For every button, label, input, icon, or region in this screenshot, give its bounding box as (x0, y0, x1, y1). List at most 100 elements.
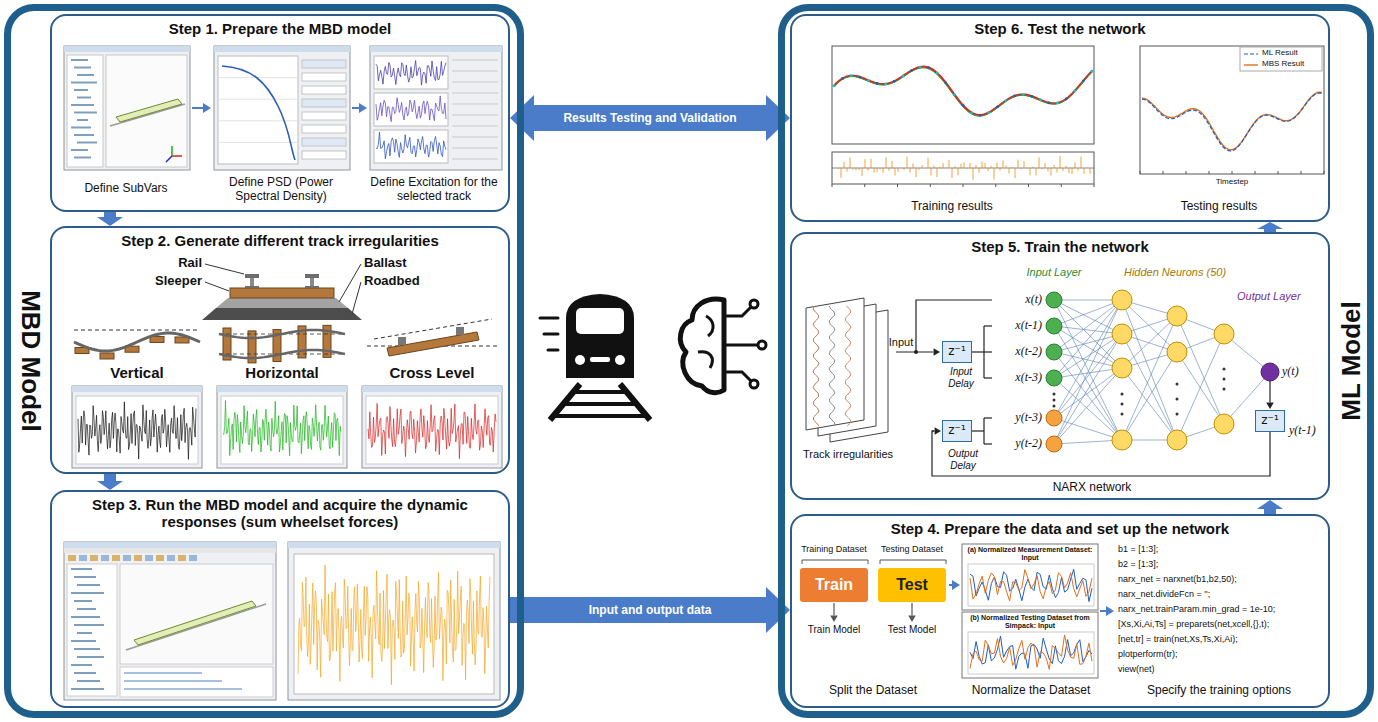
table-row (452, 82, 498, 83)
tick (1186, 171, 1187, 174)
excitation-signal (376, 96, 446, 122)
data-marker (1013, 95, 1016, 98)
ellipsis-dot (1176, 383, 1179, 386)
hidden-neuron (1214, 414, 1234, 434)
panel-title: MBD Model (15, 290, 45, 432)
ellipsis-dot (1053, 393, 1056, 396)
data-marker (850, 74, 853, 77)
leader-line (339, 264, 361, 302)
text-slot: b1 = [1:3]; (1118, 544, 1328, 554)
model-panel: MBD Model Step 1. Prepare the MBD modelDe… (4, 4, 524, 718)
data-marker (979, 114, 982, 117)
text-label: view(net) (1118, 664, 1328, 674)
data-marker (944, 81, 947, 84)
irregularity-trace (829, 306, 835, 426)
text-label: narx_net.trainParam.min_grad = 1e-10; (1118, 604, 1328, 614)
tree-item (74, 112, 97, 114)
text-slot: x(t-3) (994, 371, 1042, 385)
text-slot: MBD Model (0, 346, 101, 376)
text-label: y(t-1) (1289, 424, 1329, 438)
model-arrow (911, 603, 912, 616)
toolbar-icon (189, 555, 197, 561)
ellipsis-dot (1121, 393, 1124, 396)
delay-wire (983, 418, 984, 444)
tree-item (71, 616, 100, 618)
text-slot: Cross Level (362, 364, 502, 381)
text-label: x(t-3) (994, 371, 1042, 385)
text-label: Vertical (72, 364, 202, 381)
error-spike (961, 164, 962, 168)
form-field (302, 60, 346, 68)
data-marker (841, 77, 844, 80)
synapse (1054, 300, 1122, 444)
plot-area (218, 56, 298, 164)
tree-panel (67, 564, 117, 696)
text-label: Sleeper (128, 274, 202, 289)
text-slot: Hidden Neurons (50) (1110, 266, 1240, 279)
plot-area (76, 396, 198, 464)
step-arrow-head (359, 103, 367, 113)
error-spike (847, 168, 848, 172)
delay-wire (984, 417, 992, 418)
error-spike (1060, 156, 1061, 168)
step-title: Step 6. Test the network (792, 20, 1328, 37)
text-slot: x(t) (994, 293, 1042, 307)
speed-line (540, 317, 558, 320)
text-slot: Specify the training options (1112, 684, 1326, 698)
data-marker (970, 111, 973, 114)
error-spike (943, 163, 944, 168)
error-spike (1024, 161, 1025, 168)
ellipsis-dot (1053, 399, 1056, 402)
error-spike (841, 168, 842, 178)
tree-item (77, 584, 100, 586)
error-spike (976, 165, 977, 168)
tree-item (74, 67, 91, 69)
error-spike (916, 168, 917, 177)
screenshot-frame (72, 386, 202, 468)
feedback-wire (932, 431, 1270, 476)
text-label: Testing results (1114, 200, 1324, 214)
text-label: (b) Normalized Testing Dataset from Simp… (964, 614, 1096, 630)
table-row (452, 159, 498, 160)
text-slot: Input Layer (1018, 266, 1090, 279)
text-slot: Define PSD (Power Spectral Density) (210, 176, 352, 204)
error-spike (1048, 168, 1049, 172)
chart-frame (962, 612, 1098, 678)
circuit-node (750, 380, 758, 388)
synapse (1177, 352, 1224, 424)
error-spike (892, 161, 893, 168)
tick (1209, 171, 1210, 174)
text-slot: Rail (148, 256, 202, 271)
irregularity-trace (845, 306, 851, 426)
synapse (1054, 300, 1122, 334)
axis-y (171, 146, 173, 156)
screenshot-frame (64, 542, 276, 700)
text-slot: Input and output data (585, 602, 716, 618)
tick (832, 184, 833, 187)
text-slot: (a) Normalized Measurement Dataset: Inpu… (964, 546, 1096, 562)
form-field (302, 138, 346, 146)
rail-profile (219, 330, 345, 338)
screenshot-frame (362, 386, 502, 468)
step-box: Step 1. Prepare the MBD modelDefine SubV… (50, 14, 510, 212)
error-spike (1087, 167, 1088, 168)
track-line (126, 604, 266, 650)
text-slot: Horizontal (217, 364, 347, 381)
error-spike (880, 168, 881, 170)
toolbar-icon (68, 555, 76, 561)
brain-fold (706, 316, 713, 336)
speed-line (544, 333, 558, 336)
error-spike (994, 168, 995, 180)
console-panel (120, 667, 273, 697)
error-spike (922, 165, 923, 168)
menu-bar (64, 548, 276, 553)
data-marker (884, 83, 887, 86)
input-neuron (1046, 292, 1062, 308)
text-slot: narx_net.trainParam.min_grad = 1e-10; (1118, 604, 1328, 614)
force-signal (298, 565, 490, 685)
grid-line (218, 120, 298, 121)
error-spike (1018, 160, 1019, 168)
synapse (1122, 368, 1177, 440)
plot-area (221, 396, 343, 464)
text-label: y(t-2) (994, 437, 1042, 451)
